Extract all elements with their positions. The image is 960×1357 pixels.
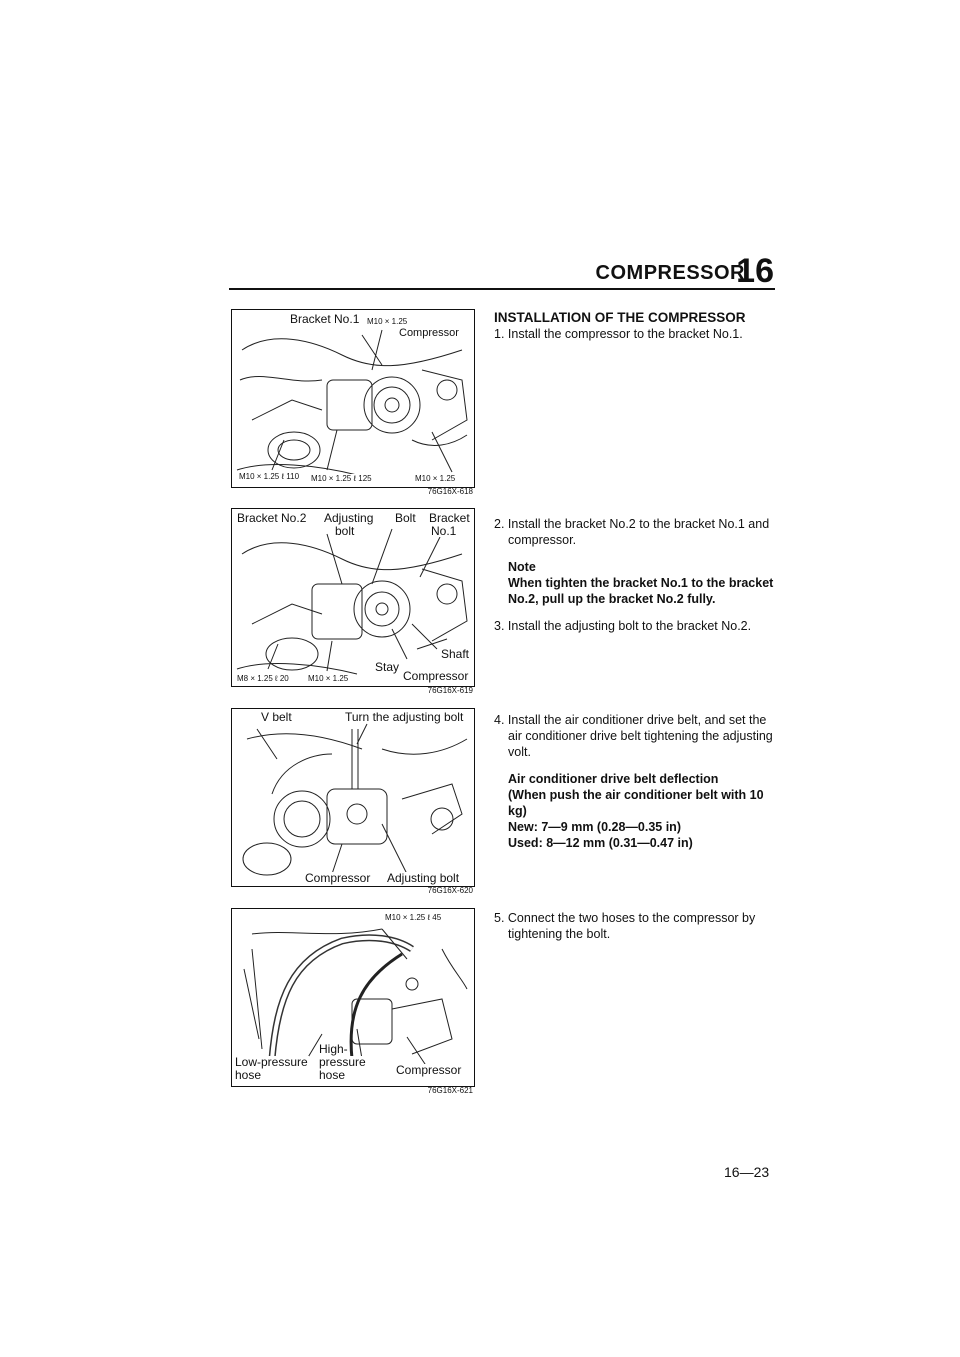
step-4: 4. Install the air conditioner drive bel…	[494, 713, 773, 759]
label-bolt-size: M10 × 1.25	[307, 674, 350, 683]
section-title: COMPRESSOR	[595, 262, 745, 284]
label-hose: hose	[318, 1068, 347, 1082]
label-low-pressure: Low-pressure	[234, 1055, 309, 1069]
spec-condition: (When push the air conditioner belt with…	[508, 788, 764, 818]
label-bolt-size: M10 × 1.25 ℓ 125	[310, 474, 373, 483]
note-body: When tighten the bracket No.1 to the bra…	[508, 576, 774, 606]
label-bolt-size: M8 × 1.25 ℓ 20	[236, 674, 290, 683]
figure-code: 76G16X-618	[427, 487, 473, 496]
label-adjusting: Adjusting	[323, 511, 375, 525]
step-3: 3. Install the adjusting bolt to the bra…	[494, 619, 752, 633]
label-turn-adjusting-bolt: Turn the adjusting bolt	[344, 710, 465, 724]
label-compressor: Compressor	[395, 1063, 463, 1077]
label-bracket-no2: Bracket No.2	[236, 511, 308, 525]
section-heading: INSTALLATION OF THE COMPRESSOR	[494, 310, 746, 325]
figure-bracket-no2: Bracket No.2 Adjusting bolt Bolt Bracket…	[231, 508, 475, 687]
figure-compressor-bracket-no1: Bracket No.1 M10 × 1.25 Compressor M10 ×…	[231, 309, 475, 488]
label-bracket: Bracket	[428, 511, 471, 525]
label-compressor: Compressor	[398, 327, 460, 339]
label-adjusting-bolt: Adjusting bolt	[386, 871, 461, 885]
label-stay: Stay	[374, 660, 401, 674]
label-high: High-	[318, 1042, 349, 1056]
spec-title: Air conditioner drive belt deflection	[508, 772, 719, 786]
label-bolt-size: M10 × 1.25	[414, 474, 457, 483]
steps-2-3: 2. Install the bracket No.2 to the brack…	[494, 516, 780, 634]
engine-illustration	[236, 528, 468, 675]
spec-new: New: 7—9 mm (0.28—0.35 in)	[508, 820, 681, 834]
label-bolt-size: M10 × 1.25	[366, 317, 409, 326]
label-v-belt: V belt	[260, 710, 293, 724]
figure-hoses: M10 × 1.25 ℓ 45 Low-pressure hose High- …	[231, 908, 475, 1087]
figure-drive-belt: V belt Turn the adjusting bolt Compresso…	[231, 708, 475, 887]
label-compressor: Compressor	[304, 871, 372, 885]
page-number: 16—23	[724, 1164, 770, 1180]
label-bracket-no1: Bracket No.1	[289, 312, 361, 326]
figure-code: 76G16X-619	[427, 686, 473, 695]
label-bolt-size: M10 × 1.25 ℓ 110	[238, 472, 301, 481]
label-bolt-size: M10 × 1.25 ℓ 45	[384, 913, 443, 922]
spec-used: Used: 8—12 mm (0.31—0.47 in)	[508, 836, 693, 850]
label-no1: No.1	[430, 524, 458, 538]
label-shaft: Shaft	[440, 647, 471, 661]
figure-code: 76G16X-621	[427, 1086, 473, 1095]
chapter-number: 16	[736, 252, 774, 290]
header-rule	[229, 288, 775, 290]
step-1: 1. Install the compressor to the bracket…	[494, 327, 743, 341]
label-bolt: Bolt	[394, 511, 417, 525]
label-hose: hose	[234, 1068, 263, 1082]
label-compressor: Compressor	[402, 669, 470, 683]
step-5-block: 5. Connect the two hoses to the compress…	[494, 910, 780, 942]
step-2: 2. Install the bracket No.2 to the brack…	[494, 517, 770, 547]
step-4-block: 4. Install the air conditioner drive bel…	[494, 712, 780, 851]
label-pressure: pressure	[318, 1055, 367, 1069]
figure-code: 76G16X-620	[427, 886, 473, 895]
note-title: Note	[508, 560, 536, 574]
label-bolt: bolt	[334, 524, 356, 538]
engine-illustration	[243, 928, 468, 1068]
engine-illustration	[242, 723, 468, 876]
step-5: 5. Connect the two hoses to the compress…	[494, 911, 756, 941]
engine-illustration	[236, 329, 468, 476]
installation-section: INSTALLATION OF THE COMPRESSOR 1. Instal…	[494, 310, 780, 342]
